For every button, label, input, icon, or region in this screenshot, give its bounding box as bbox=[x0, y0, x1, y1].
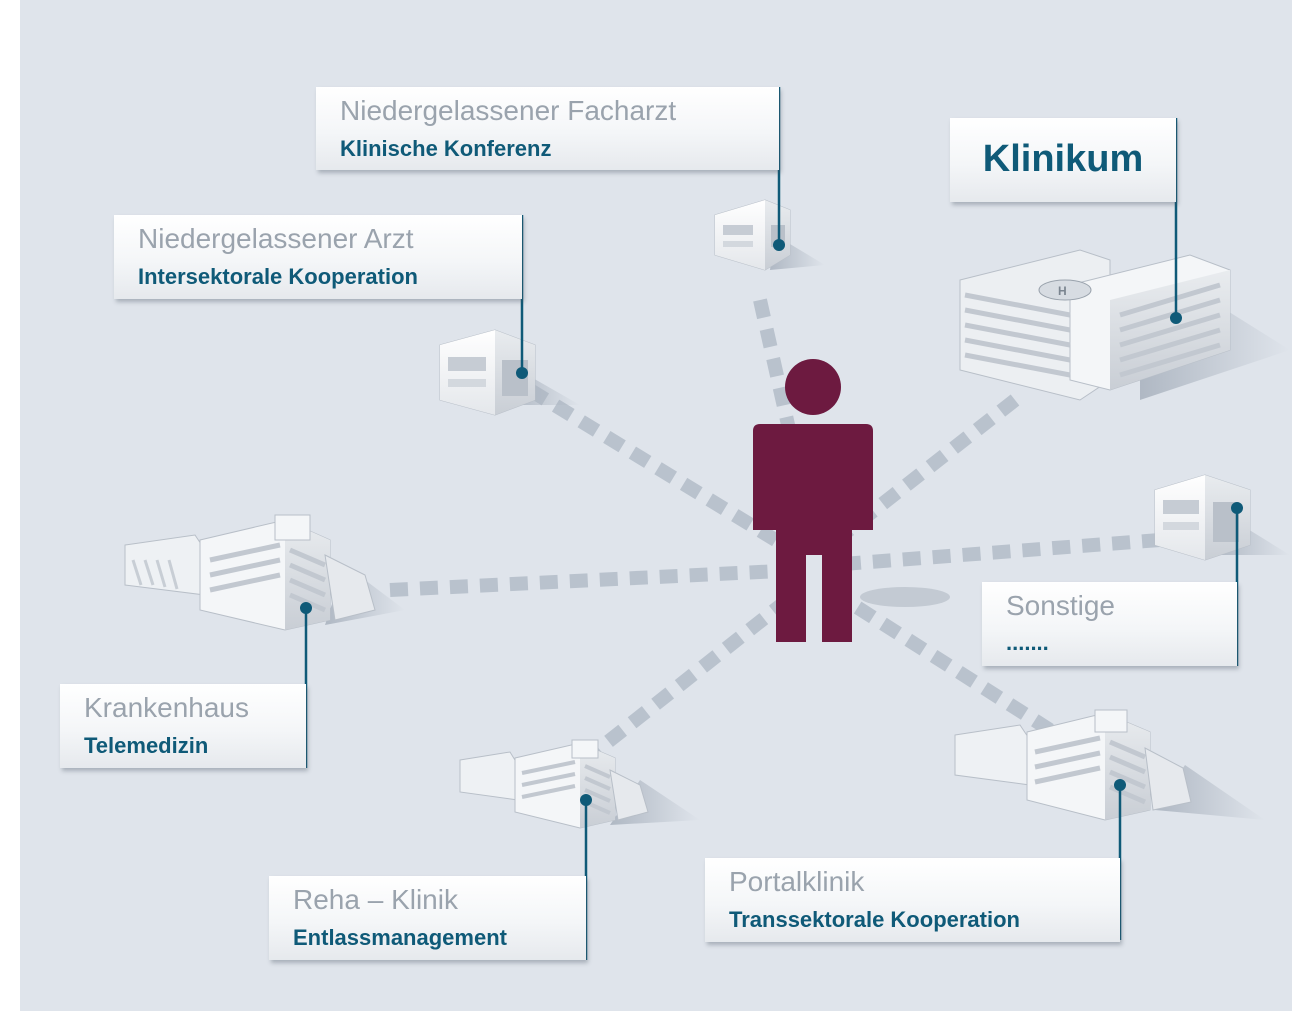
label-title: Krankenhaus bbox=[84, 692, 250, 723]
anchor-dot bbox=[580, 794, 592, 806]
callout-leaders bbox=[300, 87, 1243, 960]
label-facharzt: Niedergelassener Facharzt Klinische Konf… bbox=[316, 87, 779, 170]
small-building-icon bbox=[714, 199, 825, 271]
anchor-dot bbox=[1114, 779, 1126, 791]
clinic-building-icon bbox=[124, 514, 405, 631]
label-subtitle: Transsektorale Kooperation bbox=[729, 907, 1020, 932]
label-sonstige: Sonstige ....... bbox=[982, 582, 1237, 666]
label-title: Niedergelassener Arzt bbox=[138, 223, 414, 254]
label-title: Klinikum bbox=[982, 138, 1144, 180]
anchor-dot bbox=[1170, 312, 1182, 324]
clinic-building-icon bbox=[459, 739, 700, 829]
clinic-building-icon bbox=[954, 709, 1265, 821]
connector-krankenhaus bbox=[389, 563, 801, 597]
connector-arzt bbox=[526, 384, 804, 561]
label-subtitle: Klinische Konferenz bbox=[340, 136, 552, 161]
label-portalklinik: Portalklinik Transsektorale Kooperation bbox=[705, 858, 1120, 942]
person-icon bbox=[753, 359, 950, 642]
anchor-dot bbox=[300, 602, 312, 614]
label-subtitle: Entlassmanagement bbox=[293, 925, 507, 950]
label-subtitle: ....... bbox=[1006, 630, 1049, 655]
label-subtitle: Telemedizin bbox=[84, 733, 209, 758]
label-reha: Reha – Klinik Entlassmanagement bbox=[269, 876, 586, 960]
connector-sonstige bbox=[829, 533, 1161, 572]
label-arzt: Niedergelassener Arzt Intersektorale Koo… bbox=[114, 215, 522, 299]
label-title: Reha – Klinik bbox=[293, 884, 458, 915]
hospital-building-icon: H bbox=[959, 249, 1290, 401]
anchor-dot bbox=[773, 239, 785, 251]
anchor-dot bbox=[516, 367, 528, 379]
connector-reha bbox=[580, 584, 805, 766]
svg-text:H: H bbox=[1058, 284, 1067, 298]
label-title: Sonstige bbox=[1006, 590, 1115, 621]
label-krankenhaus: Krankenhaus Telemedizin bbox=[60, 684, 306, 768]
connector-portalklinik bbox=[826, 584, 1054, 736]
label-subtitle: Intersektorale Kooperation bbox=[138, 264, 418, 289]
label-title: Niedergelassener Facharzt bbox=[340, 95, 677, 126]
label-title: Portalklinik bbox=[729, 866, 865, 897]
anchor-dot bbox=[1231, 502, 1243, 514]
label-klinikum: Klinikum bbox=[950, 118, 1176, 202]
small-building-icon bbox=[439, 329, 580, 416]
connector-facharzt bbox=[753, 298, 822, 547]
small-building-icon bbox=[1154, 474, 1290, 561]
